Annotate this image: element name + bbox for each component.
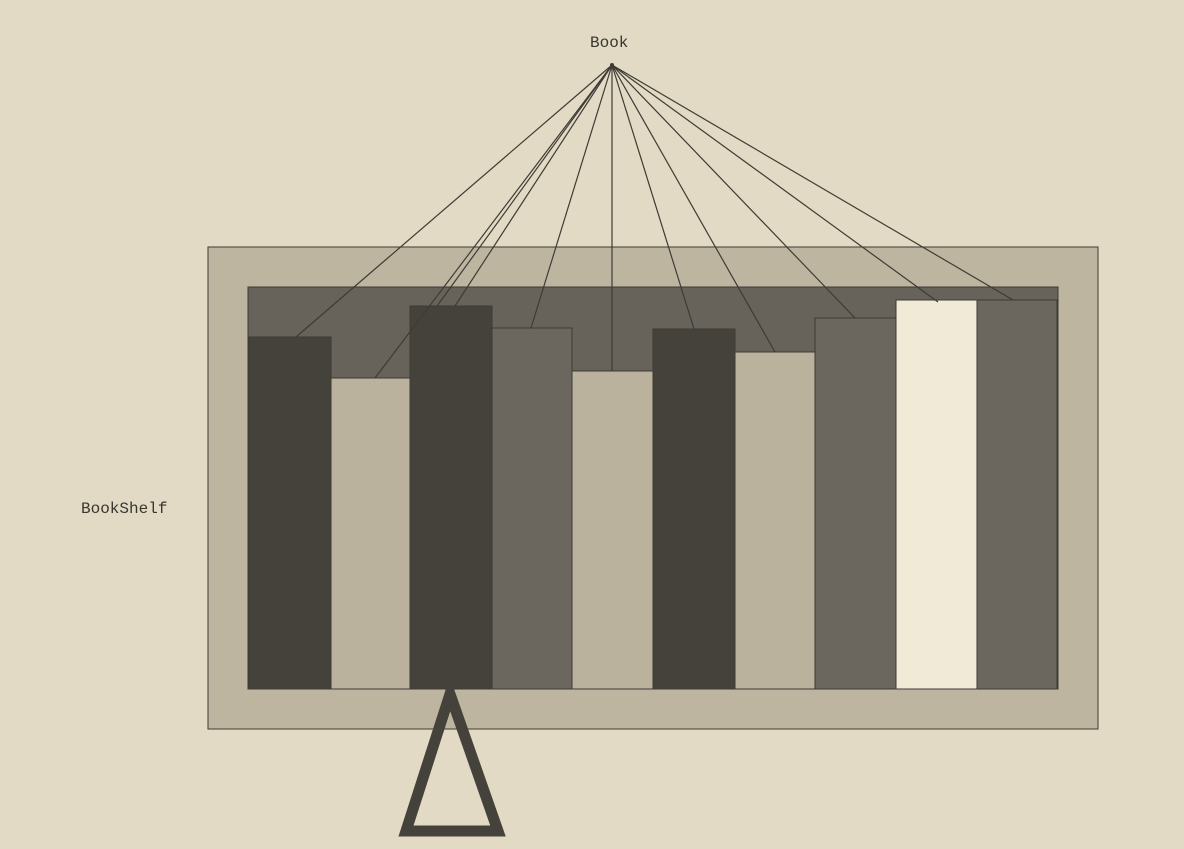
connector-line-3 bbox=[436, 64, 613, 307]
book-5 bbox=[571, 370, 654, 690]
connector-line-5 bbox=[530, 64, 613, 329]
book-connector-lines bbox=[295, 64, 1014, 379]
connector-line-11 bbox=[611, 64, 1014, 301]
book-7 bbox=[734, 351, 816, 690]
connector-line-2 bbox=[374, 64, 613, 379]
connector-line-9 bbox=[611, 64, 856, 319]
book-2 bbox=[330, 377, 411, 690]
connector-line-4 bbox=[454, 64, 613, 307]
book-label: Book bbox=[590, 34, 629, 52]
book-hub-dot bbox=[610, 63, 614, 67]
connector-line-1 bbox=[295, 64, 613, 338]
book-8 bbox=[814, 317, 897, 690]
bookshelf-label: BookShelf bbox=[81, 500, 168, 518]
book-9 bbox=[895, 299, 978, 690]
book-1 bbox=[248, 336, 332, 690]
books-group bbox=[248, 299, 1058, 690]
book-4 bbox=[491, 327, 573, 690]
connector-line-7 bbox=[611, 64, 695, 330]
connector-line-10 bbox=[611, 64, 939, 303]
triangle-pointer-icon bbox=[398, 676, 506, 837]
book-3 bbox=[409, 305, 493, 690]
book-6 bbox=[652, 328, 736, 690]
connector-line-8 bbox=[611, 64, 776, 353]
book-10 bbox=[976, 299, 1058, 690]
